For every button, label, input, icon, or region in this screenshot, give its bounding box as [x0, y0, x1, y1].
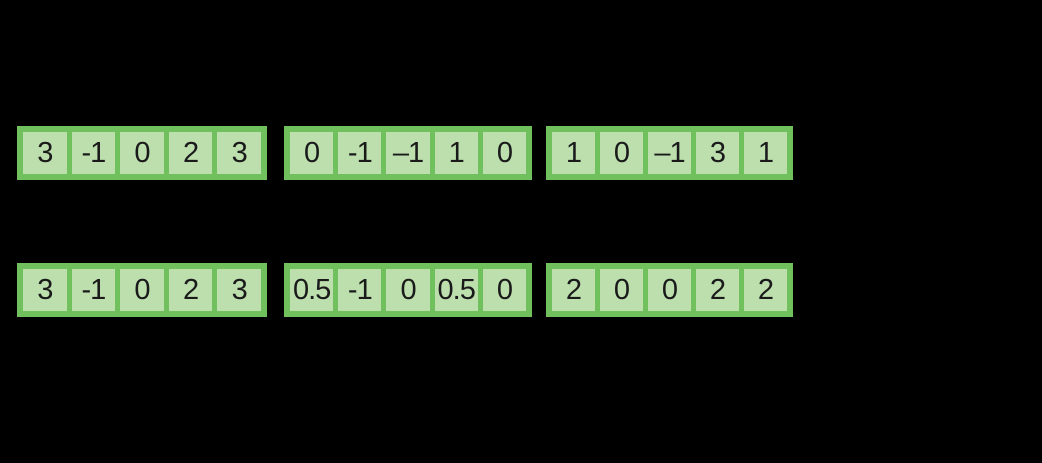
- array-cell: –1: [386, 132, 430, 174]
- array-row2-third: 2 0 0 2 2: [546, 263, 793, 317]
- array-cell: 2: [168, 269, 213, 311]
- array-cell: 0: [290, 132, 334, 174]
- array-row2-second: 0.5 -1 0 0.5 0: [284, 263, 532, 317]
- array-cell: -1: [338, 132, 382, 174]
- array-cell: 0: [482, 132, 527, 174]
- array-cell: 1: [434, 132, 478, 174]
- array-cell: 2: [552, 269, 595, 311]
- array-row1-third: 1 0 –1 3 1: [546, 126, 793, 180]
- array-cell: 3: [217, 269, 261, 311]
- array-cell: 3: [23, 269, 67, 311]
- array-cell: 0: [648, 269, 691, 311]
- array-cell: 2: [696, 269, 739, 311]
- array-cell: 3: [23, 132, 67, 174]
- array-row1-first: 3 -1 0 2 3: [17, 126, 267, 180]
- array-cell: 1: [552, 132, 595, 174]
- array-cell: 0: [600, 132, 643, 174]
- array-cell: 3: [217, 132, 261, 174]
- array-cell: 2: [744, 269, 787, 311]
- array-cell: 0.5: [290, 269, 334, 311]
- array-cell: -1: [338, 269, 382, 311]
- array-cell: 0: [600, 269, 643, 311]
- array-cell: 0: [386, 269, 430, 311]
- array-cell: 1: [744, 132, 787, 174]
- array-cell: 2: [168, 132, 213, 174]
- array-cell: -1: [71, 132, 116, 174]
- array-row2-first: 3 -1 0 2 3: [17, 263, 267, 317]
- array-cell: –1: [648, 132, 691, 174]
- array-row1-second: 0 -1 –1 1 0: [284, 126, 532, 180]
- array-cell: 0.5: [434, 269, 478, 311]
- array-cell: 0: [482, 269, 527, 311]
- array-cell: 0: [120, 269, 164, 311]
- array-cell: 0: [120, 132, 164, 174]
- array-cell: -1: [71, 269, 116, 311]
- array-cell: 3: [696, 132, 739, 174]
